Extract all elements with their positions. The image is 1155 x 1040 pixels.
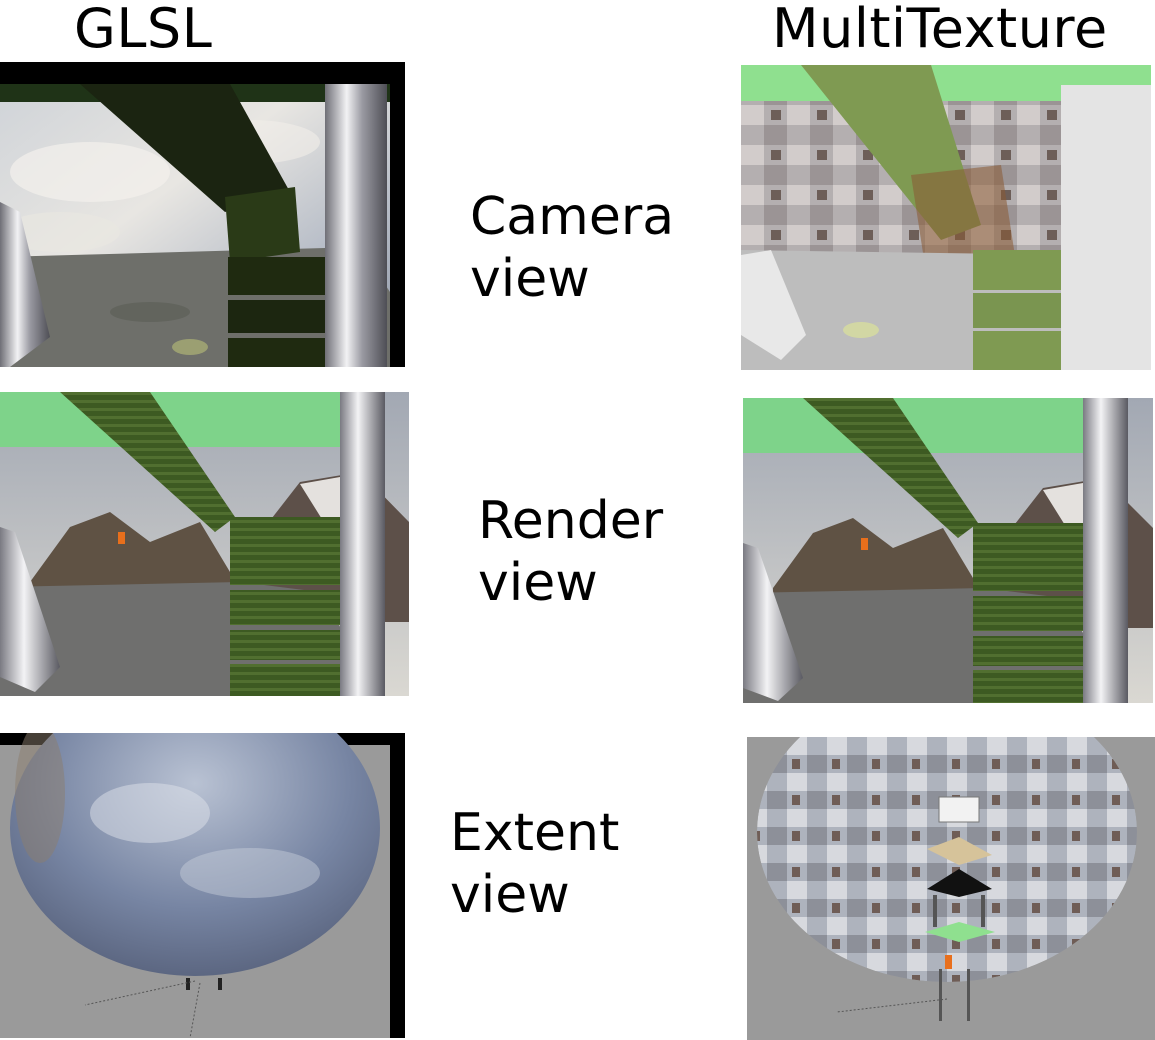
multitexture-camera-view-image <box>741 65 1151 370</box>
glsl-render-view-image <box>0 392 409 696</box>
multitexture-extent-view-image <box>747 737 1155 1040</box>
multitexture-render-view-image <box>743 398 1153 703</box>
glsl-camera-view-image <box>0 62 405 367</box>
glsl-extent-view-image <box>0 733 405 1038</box>
glsl-heading: GLSL <box>74 0 213 60</box>
multitexture-heading: MultiTexture <box>772 0 1108 60</box>
